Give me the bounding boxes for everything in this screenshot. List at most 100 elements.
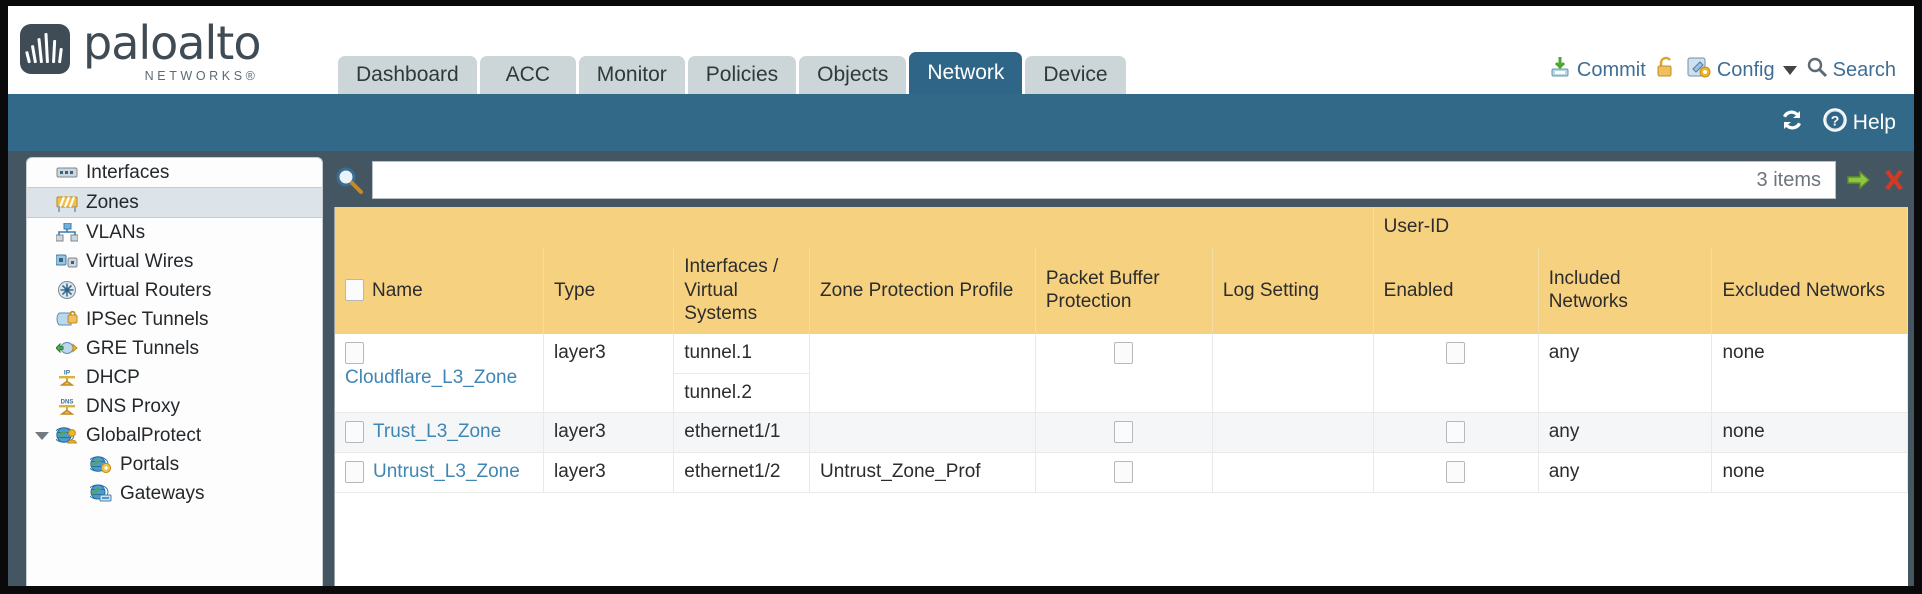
tab-objects[interactable]: Objects	[799, 56, 907, 94]
sidebar-item-gre-tunnels[interactable]: GRE Tunnels	[27, 334, 322, 363]
sidebar-item-portals[interactable]: Portals	[27, 450, 322, 479]
row-select-checkbox[interactable]	[345, 421, 364, 444]
interface-entry: tunnel.2	[684, 381, 752, 403]
userid-enabled-checkbox[interactable]	[1446, 421, 1466, 444]
column-header-included-networks[interactable]: Included Networks	[1538, 246, 1713, 334]
sidebar-item-virtual-wires[interactable]: Virtual Wires	[27, 247, 322, 276]
cell-name[interactable]: Cloudflare_L3_Zone	[335, 334, 544, 414]
sidebar-item-interfaces[interactable]: Interfaces	[27, 158, 322, 187]
cell-packet-buffer-protection[interactable]	[1035, 412, 1213, 454]
cell-name[interactable]: Untrust_L3_Zone	[335, 452, 544, 493]
column-header-zone-protection-profile[interactable]: Zone Protection Profile	[809, 246, 1036, 334]
sidebar-item-dns-proxy[interactable]: DNS DNS Proxy	[27, 392, 322, 421]
gateways-icon	[89, 484, 112, 503]
column-header-interfaces-virtual-systems[interactable]: Interfaces / Virtual Systems	[673, 246, 811, 334]
cell-userid-enabled[interactable]	[1373, 412, 1539, 454]
cell-zone-protection-profile: Untrust_Zone_Prof	[809, 452, 1036, 493]
commit-icon	[1548, 55, 1572, 85]
filter-input-wrap[interactable]: 3 items	[372, 161, 1836, 199]
cell-included-networks: any	[1538, 452, 1713, 493]
row-select-checkbox[interactable]	[345, 341, 364, 364]
select-all-checkbox[interactable]	[345, 279, 364, 302]
search-button[interactable]: Search	[1806, 56, 1896, 84]
sidebar-item-label: DHCP	[86, 367, 140, 388]
tab-policies[interactable]: Policies	[687, 56, 797, 94]
column-header-packet-buffer-protection[interactable]: Packet Buffer Protection	[1035, 246, 1213, 334]
globalprotect-icon	[55, 426, 78, 445]
column-header-excluded-networks[interactable]: Excluded Networks	[1711, 246, 1908, 334]
group-header-spacer	[335, 207, 1374, 247]
userid-enabled-checkbox[interactable]	[1446, 461, 1466, 484]
cell-packet-buffer-protection[interactable]	[1035, 334, 1213, 414]
interface-entry: tunnel.1	[674, 334, 810, 374]
filter-search-icon[interactable]	[334, 165, 364, 195]
search-label: Search	[1832, 58, 1896, 81]
column-header-name[interactable]: Name	[335, 246, 544, 334]
gre-tunnels-icon	[55, 339, 78, 358]
zone-name-link[interactable]: Untrust_L3_Zone	[373, 461, 520, 483]
cell-userid-enabled[interactable]	[1373, 334, 1539, 414]
cell-type: layer3	[543, 334, 675, 414]
sidebar-item-gateways[interactable]: Gateways	[27, 479, 322, 508]
brand-tagline: NETWORKS®	[144, 69, 259, 83]
packet-buffer-protection-checkbox[interactable]	[1114, 461, 1134, 484]
sidebar-item-zones[interactable]: Zones	[27, 187, 322, 218]
cell-packet-buffer-protection[interactable]	[1035, 452, 1213, 493]
config-menu[interactable]: Config	[1686, 55, 1797, 85]
cell-excluded-networks: none	[1711, 334, 1908, 414]
cell-userid-enabled[interactable]	[1373, 452, 1539, 493]
tab-dashboard[interactable]: Dashboard	[338, 56, 477, 94]
column-header-enabled[interactable]: Enabled	[1373, 246, 1539, 334]
sidebar-item-globalprotect[interactable]: GlobalProtect	[27, 421, 322, 450]
commit-button[interactable]: Commit	[1548, 55, 1646, 85]
svg-text:?: ?	[1831, 112, 1840, 128]
header-toolbar: Commit	[1548, 52, 1896, 88]
brand-logo[interactable]: paloalto NETWORKS®	[20, 20, 261, 83]
zone-name-link[interactable]: Trust_L3_Zone	[373, 421, 502, 443]
commit-label: Commit	[1576, 58, 1646, 81]
packet-buffer-protection-checkbox[interactable]	[1114, 421, 1134, 444]
svg-text:DNS: DNS	[60, 400, 73, 406]
lock-button[interactable]	[1655, 55, 1677, 85]
column-header-log-setting[interactable]: Log Setting	[1212, 246, 1374, 334]
table-row[interactable]: Untrust_L3_Zone layer3 ethernet1/2 Untrust_…	[335, 452, 1908, 493]
clear-filter-button[interactable]	[1880, 166, 1908, 194]
apply-filter-button[interactable]	[1844, 166, 1872, 194]
userid-enabled-checkbox[interactable]	[1446, 341, 1466, 364]
help-button[interactable]: ? Help	[1822, 107, 1896, 139]
packet-buffer-protection-checkbox[interactable]	[1114, 341, 1134, 364]
cell-type: layer3	[543, 412, 675, 454]
interfaces-icon	[55, 163, 78, 182]
row-select-checkbox[interactable]	[345, 461, 364, 484]
tab-network[interactable]: Network	[909, 52, 1023, 94]
tab-monitor[interactable]: Monitor	[578, 56, 685, 94]
sidebar-item-label: DNS Proxy	[86, 396, 180, 417]
cell-type: layer3	[543, 452, 675, 493]
sidebar-item-ipsec-tunnels[interactable]: IPSec Tunnels	[27, 305, 322, 334]
sidebar-item-vlans[interactable]: VLANs	[27, 218, 322, 247]
virtual-wires-icon	[55, 252, 78, 271]
refresh-button[interactable]	[1778, 107, 1806, 139]
config-icon	[1686, 55, 1712, 85]
chevron-down-icon[interactable]	[35, 431, 49, 440]
sidebar-item-label: Gateways	[120, 483, 205, 504]
column-header-type[interactable]: Type	[543, 246, 675, 334]
cell-log-setting	[1212, 452, 1374, 493]
sidebar-item-label: Virtual Wires	[86, 251, 194, 272]
interface-entry: ethernet1/2	[684, 461, 781, 483]
vlans-icon	[55, 223, 78, 242]
tab-acc[interactable]: ACC	[479, 56, 576, 94]
portals-icon	[89, 455, 112, 474]
cell-name[interactable]: Trust_L3_Zone	[335, 412, 544, 454]
zone-name-link[interactable]: Cloudflare_L3_Zone	[345, 366, 518, 388]
tab-device[interactable]: Device	[1025, 56, 1126, 94]
sidebar-item-virtual-routers[interactable]: Virtual Routers	[27, 276, 322, 305]
